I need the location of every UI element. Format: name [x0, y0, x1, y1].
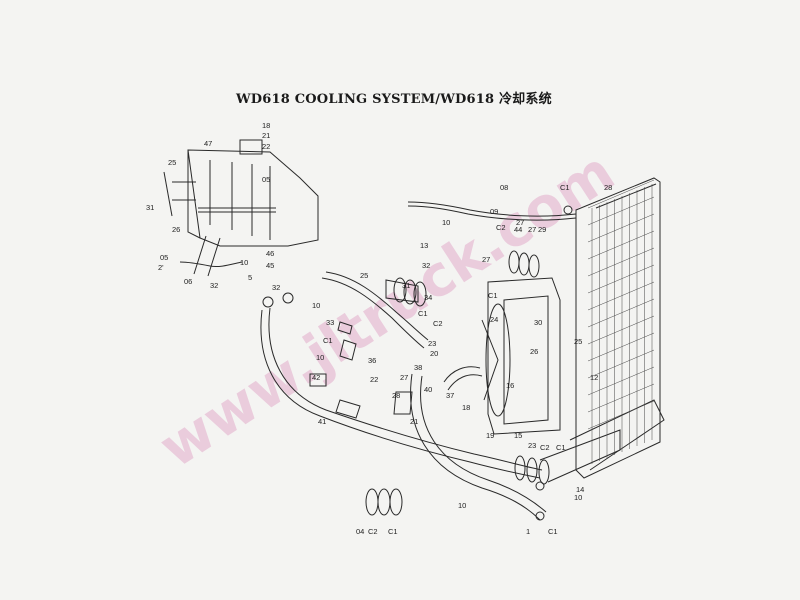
part-number-label: 05	[262, 175, 270, 184]
part-number-label: 47	[204, 139, 212, 148]
part-number-label: 05	[160, 253, 168, 262]
part-number-label: 16	[506, 381, 514, 390]
part-number-label: 23	[428, 339, 436, 348]
part-number-label: C2	[368, 527, 378, 536]
part-number-label: 31	[146, 203, 154, 212]
part-number-label: 37	[446, 391, 454, 400]
upper-bypass-pipe	[407, 201, 577, 221]
part-number-label: 23	[528, 441, 536, 450]
part-number-label: 28	[392, 391, 400, 400]
part-number-label: 22	[370, 375, 378, 384]
part-number-label: 10	[240, 258, 248, 267]
part-number-label: 10	[442, 218, 450, 227]
part-number-label: 33	[326, 318, 334, 327]
part-number-label: 21	[262, 131, 270, 140]
small-fittings	[262, 205, 573, 521]
part-number-label: 40	[424, 385, 432, 394]
part-number-label: C1	[560, 183, 570, 192]
part-number-label: 26	[530, 347, 538, 356]
part-number-label: 38	[414, 363, 422, 372]
part-number-label: 08	[500, 183, 508, 192]
part-number-label: 45	[266, 261, 274, 270]
part-number-callouts: 18212247250531264645052'3210506321025313…	[146, 121, 612, 536]
part-number-label: 27	[516, 218, 524, 227]
part-number-label: 34	[424, 293, 432, 302]
radiator-core	[539, 177, 665, 483]
part-number-label: C1	[556, 443, 566, 452]
radiator-inlet-hose	[321, 271, 483, 391]
part-number-label: 44	[514, 225, 522, 234]
part-number-label: C1	[418, 309, 428, 318]
part-number-label: 2'	[158, 263, 164, 272]
radiator-grid	[587, 179, 655, 464]
part-number-label: 25	[360, 271, 368, 280]
part-number-label: 30	[534, 318, 542, 327]
hose-clamp-set-top	[508, 250, 540, 278]
part-number-label: 21	[410, 417, 418, 426]
part-number-label: 42	[312, 373, 320, 382]
diagram-title: WD618 COOLING SYSTEM/WD618 冷却系统	[236, 92, 552, 107]
hose-clamp-set-mid	[393, 277, 427, 307]
part-number-label: 10	[312, 301, 320, 310]
part-number-label: C2	[433, 319, 443, 328]
part-number-label: 46	[266, 249, 274, 258]
hose-clamp-set-bottom	[365, 488, 403, 516]
part-number-label: C1	[548, 527, 558, 536]
part-number-label: 1	[526, 527, 530, 536]
part-number-label: 19	[486, 431, 494, 440]
part-number-label: 25	[168, 158, 176, 167]
part-number-label: 22	[262, 142, 270, 151]
hose-clamp-set-lower-right	[514, 455, 550, 485]
part-number-label: 28	[604, 183, 612, 192]
part-number-label: 32	[422, 261, 430, 270]
part-number-label: 36	[368, 356, 376, 365]
part-number-label: 18	[462, 403, 470, 412]
part-number-label: C1	[323, 336, 333, 345]
part-number-label: 13	[420, 241, 428, 250]
part-number-label: 15	[514, 431, 522, 440]
part-number-label: 27	[528, 225, 536, 234]
part-number-label: 04	[356, 527, 364, 536]
part-number-label: 32	[210, 281, 218, 290]
part-number-label: 26	[172, 225, 180, 234]
part-number-label: 32	[272, 283, 280, 292]
part-number-label: 27	[482, 255, 490, 264]
part-number-label: 09	[490, 207, 498, 216]
part-number-label: 29	[538, 225, 546, 234]
part-number-label: C1	[388, 527, 398, 536]
part-number-label: 10	[574, 493, 582, 502]
part-number-label: 14	[576, 485, 584, 494]
part-number-label: 12	[590, 373, 598, 382]
fan-and-shroud	[481, 277, 561, 435]
part-number-label: 06	[184, 277, 192, 286]
part-number-label: 20	[430, 349, 438, 358]
part-number-label: 27	[400, 373, 408, 382]
part-number-label: 5	[248, 273, 252, 282]
lower-water-pipe	[260, 307, 547, 521]
part-number-label: 41	[318, 417, 326, 426]
part-number-label: 10	[458, 501, 466, 510]
part-number-label: C1	[488, 291, 498, 300]
part-number-label: C2	[540, 443, 550, 452]
part-number-label: C2	[496, 223, 506, 232]
part-number-label: 24	[490, 315, 498, 324]
part-number-label: 31	[402, 281, 410, 290]
part-number-label: 10	[316, 353, 324, 362]
part-number-label: 18	[262, 121, 270, 130]
part-number-label: 25	[574, 337, 582, 346]
expansion-tank	[163, 139, 319, 277]
